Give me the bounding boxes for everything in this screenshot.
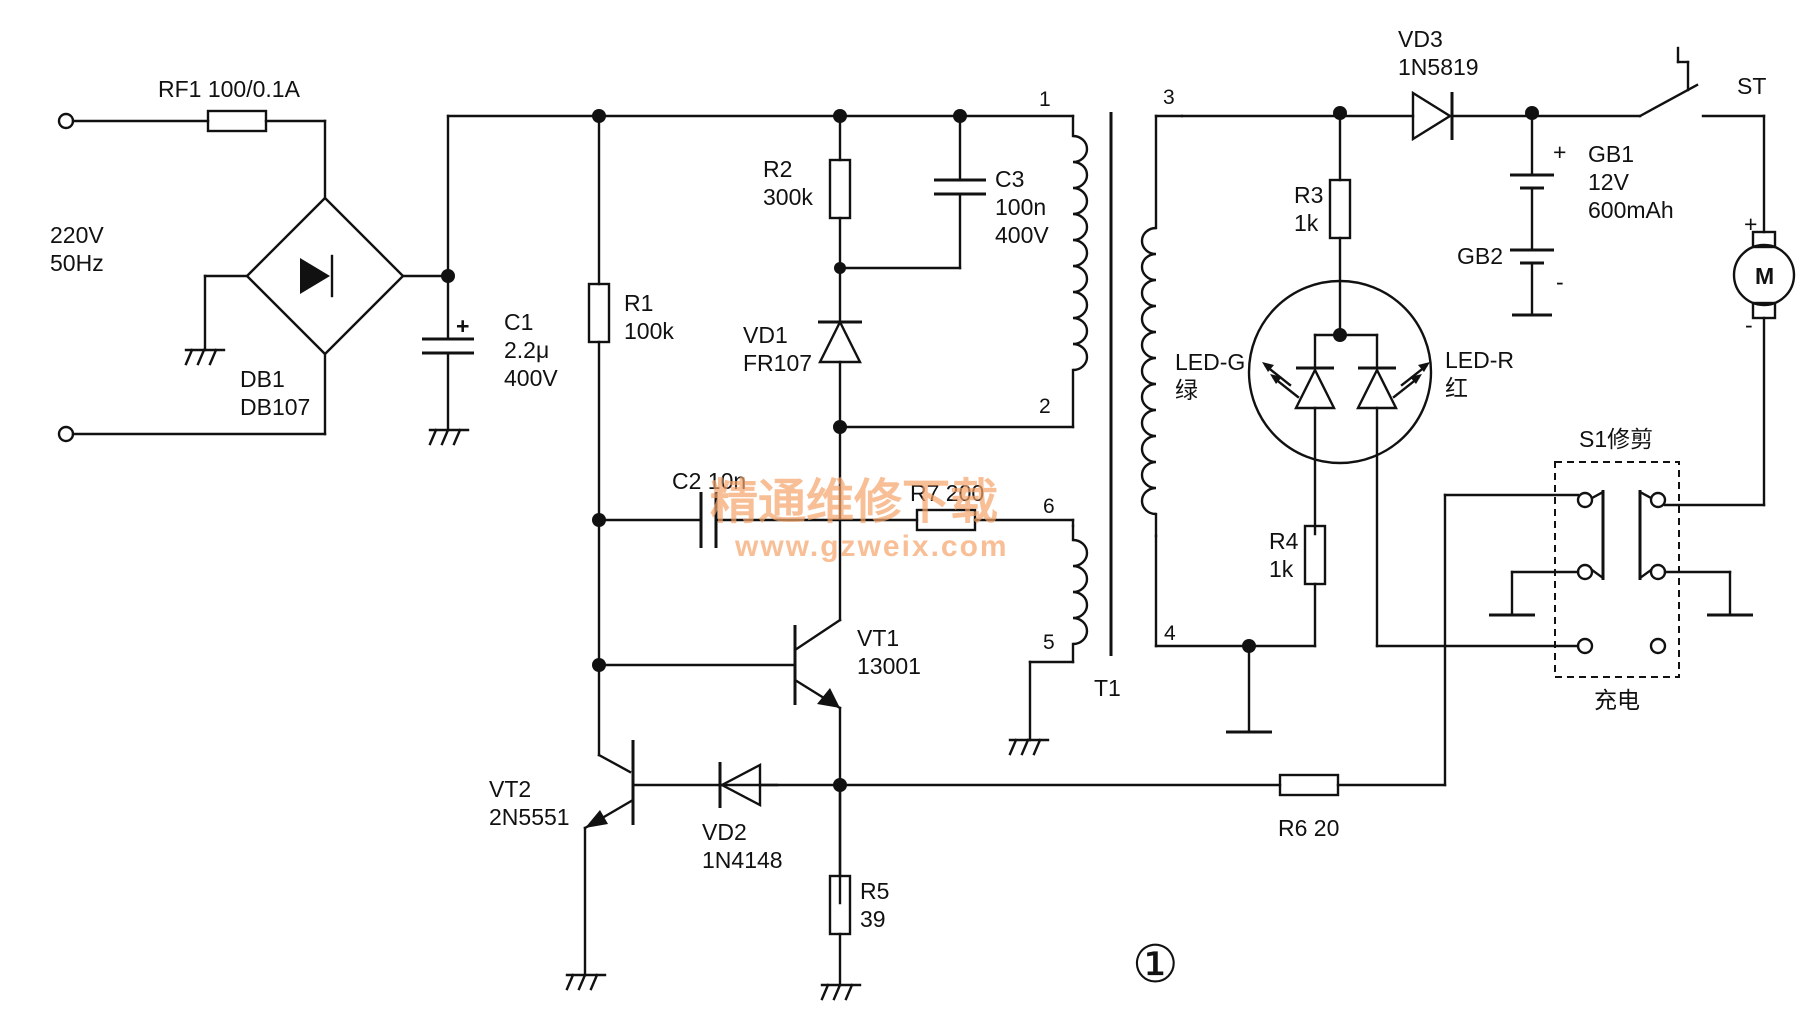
top-rail <box>446 109 1075 123</box>
ground-symbol-c1 <box>428 428 470 446</box>
c1-plus-label: + <box>456 313 469 339</box>
ground-symbol-t1 <box>1008 738 1050 756</box>
ac-frequency-label: 50Hz <box>50 250 104 276</box>
resistor-r6: R6 20 <box>838 493 1580 841</box>
vt2-part-label: 2N5551 <box>489 804 570 830</box>
transistor-vt2: VT2 2N5551 <box>489 740 779 977</box>
motor-label: M <box>1755 263 1774 289</box>
switch-st-label: ST <box>1737 73 1766 99</box>
resistor-r7: R7 200 <box>910 480 1075 532</box>
led-g-color-label: 绿 <box>1175 377 1198 403</box>
vd2-part-label: 1N4148 <box>702 847 783 873</box>
ground-symbol-vt2 <box>565 973 607 991</box>
gb1-label: GB1 <box>1588 141 1634 167</box>
capacitor-c2: C2 10n <box>592 468 919 548</box>
r1-value-label: 100k <box>624 318 674 344</box>
resistor-r3: R3 1k <box>1294 111 1352 342</box>
r1-label: R1 <box>624 290 653 316</box>
r7-label: R7 200 <box>910 480 984 506</box>
r4-value-label: 1k <box>1269 556 1294 582</box>
c3-value-label: 100n <box>995 194 1046 220</box>
resistor-r4: R4 1k <box>1269 524 1327 648</box>
t1-pin-4: 4 <box>1164 622 1176 645</box>
gb1-plus-label: + <box>1553 139 1566 165</box>
t1-pin-5: 5 <box>1043 631 1055 654</box>
ac-voltage-label: 220V <box>50 222 104 248</box>
secondary-ground-rail <box>1154 534 1580 734</box>
t1-pin-2: 2 <box>1039 395 1051 418</box>
vd3-part-label: 1N5819 <box>1398 54 1479 80</box>
fuse-rf1-label: RF1 100/0.1A <box>158 76 301 102</box>
motor-minus-label: - <box>1745 312 1753 338</box>
r3-label: R3 <box>1294 182 1323 208</box>
c1-voltage-label: 400V <box>504 365 558 391</box>
diode-vd3: VD3 1N5819 <box>1398 26 1642 142</box>
t1-pin-1: 1 <box>1039 88 1051 111</box>
vd1-label: VD1 <box>743 322 788 348</box>
capacitor-c3: C3 100n 400V <box>838 114 1049 270</box>
r5-label: R5 <box>860 878 889 904</box>
c2-label: C2 10n <box>672 468 746 494</box>
led-r-label: LED-R <box>1445 347 1514 373</box>
ground-symbol-r5 <box>820 983 862 1001</box>
c1-value-label: 2.2μ <box>504 337 549 363</box>
bridge-rectifier-db1: DB1 DB107 <box>203 196 450 436</box>
switch-st: ST <box>1638 46 1766 234</box>
r6-label: R6 20 <box>1278 815 1339 841</box>
bridge-db1-label: DB1 <box>240 366 285 392</box>
r4-label: R4 <box>1269 528 1299 554</box>
switch-charge-label: 充电 <box>1594 687 1640 713</box>
t1-pin-3: 3 <box>1163 86 1175 109</box>
switch-s1: S1修剪 充电 <box>1489 426 1753 713</box>
resistor-r1: R1 100k <box>587 114 674 757</box>
fuse-rf1: RF1 100/0.1A <box>158 76 327 200</box>
gb2-label: GB2 <box>1457 243 1503 269</box>
led-r-color-label: 红 <box>1445 375 1468 401</box>
diode-vd1: VD1 FR107 <box>743 266 862 434</box>
r2-value-label: 300k <box>763 184 813 210</box>
capacitor-c1: + C1 2.2μ 400V <box>422 114 558 432</box>
ground-symbol-bridge <box>184 348 226 366</box>
switch-s1-label: S1修剪 <box>1579 426 1653 452</box>
c1-label: C1 <box>504 309 533 335</box>
gb1-voltage-label: 12V <box>1588 169 1630 195</box>
vd1-part-label: FR107 <box>743 350 812 376</box>
transistor-vt1: VT1 13001 <box>592 425 921 905</box>
secondary-rail <box>1180 106 1415 120</box>
transformer-t1: 1 2 3 4 5 6 T1 <box>838 86 1184 742</box>
t1-pin-6: 6 <box>1043 495 1055 518</box>
gb1-capacity-label: 600mAh <box>1588 197 1674 223</box>
motor-m: M + - <box>1663 211 1796 507</box>
r3-value-label: 1k <box>1294 210 1319 236</box>
c3-label: C3 <box>995 166 1024 192</box>
vd3-label: VD3 <box>1398 26 1443 52</box>
resistor-r2: R2 300k <box>763 114 852 274</box>
r5-value-label: 39 <box>860 906 886 932</box>
bridge-db1-part-label: DB107 <box>240 394 310 420</box>
battery-gb1-gb2: + - GB1 12V 600mAh GB2 <box>1457 114 1674 317</box>
watermark-url: www.gzweix.com <box>734 530 1009 563</box>
vt2-label: VT2 <box>489 776 531 802</box>
c3-voltage-label: 400V <box>995 222 1049 248</box>
vt1-part-label: 13001 <box>857 653 921 679</box>
figure-number: ① <box>1132 936 1179 994</box>
diode-vd2: VD2 1N4148 <box>702 762 847 873</box>
motor-plus-label: + <box>1744 211 1757 237</box>
resistor-r5: R5 39 <box>828 783 889 987</box>
bicolor-led: LED-G 绿 LED-R 红 <box>1175 279 1514 648</box>
watermark: 精通维修下载 www.gzweix.com <box>710 476 1009 563</box>
vd2-label: VD2 <box>702 819 747 845</box>
gb2-minus-label: - <box>1556 269 1564 295</box>
vt1-label: VT1 <box>857 625 899 651</box>
led-g-label: LED-G <box>1175 349 1245 375</box>
watermark-title: 精通维修下载 <box>710 476 998 529</box>
ac-input: 220V 50Hz <box>50 112 327 443</box>
r2-label: R2 <box>763 156 792 182</box>
t1-label: T1 <box>1094 675 1121 701</box>
